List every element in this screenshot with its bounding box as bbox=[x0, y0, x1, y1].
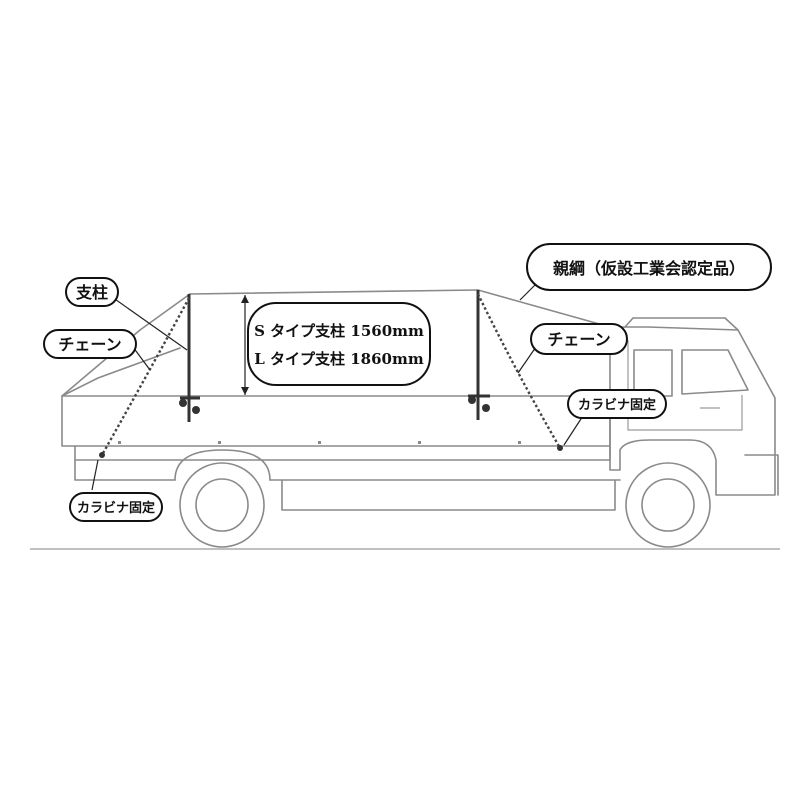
cab-front-window bbox=[681, 349, 749, 395]
leader-pole bbox=[111, 296, 188, 351]
truck bbox=[61, 289, 779, 548]
carabiner-right bbox=[557, 445, 563, 451]
cargo-bed bbox=[61, 395, 611, 447]
label-carabiner-right: カラビナ固定 bbox=[578, 397, 656, 413]
leader-carabiner-left bbox=[91, 459, 99, 491]
cab-side-window bbox=[633, 349, 673, 397]
height-dimension bbox=[241, 295, 249, 395]
pole-left bbox=[179, 294, 200, 422]
label-chain-right: チェーン bbox=[547, 330, 610, 349]
cab-door bbox=[627, 340, 743, 431]
tarp-left-slope bbox=[61, 293, 191, 397]
front-bumper bbox=[744, 454, 779, 496]
rear-wheel-arch bbox=[174, 449, 271, 481]
callout-carabiner-left bbox=[69, 492, 163, 522]
callout-net bbox=[526, 243, 772, 291]
callout-chain-left bbox=[43, 329, 137, 359]
cab-body bbox=[609, 326, 776, 496]
cargo-top bbox=[189, 289, 479, 295]
bed-lower-rail bbox=[74, 445, 611, 461]
label-carabiner-left: カラビナ固定 bbox=[77, 500, 155, 516]
callout-pole bbox=[65, 277, 119, 307]
rear-wheel-hub bbox=[195, 478, 249, 532]
chassis bbox=[74, 459, 621, 511]
rail-studs bbox=[118, 441, 521, 444]
spec-l-type: L タイプ支柱 1860mm bbox=[254, 350, 424, 368]
spec-s-type: S タイプ支柱 1560mm bbox=[254, 322, 424, 340]
chain-right bbox=[476, 293, 562, 449]
callout-carabiner-right bbox=[567, 389, 667, 419]
leader-chain-left bbox=[132, 346, 151, 371]
rear-wheel bbox=[179, 462, 265, 548]
pole-right bbox=[468, 290, 490, 420]
tarp-left-fold bbox=[61, 347, 181, 397]
label-chain-left: チェーン bbox=[58, 335, 121, 354]
carabiner-left bbox=[99, 452, 105, 458]
label-pole: 支柱 bbox=[75, 283, 108, 302]
chain-left bbox=[100, 297, 191, 456]
front-wheel-hub bbox=[641, 478, 695, 532]
net-slope bbox=[477, 289, 611, 328]
cab-roof bbox=[624, 317, 739, 331]
callout-chain-right bbox=[530, 323, 628, 355]
callout-spec bbox=[247, 302, 431, 386]
front-wheel bbox=[625, 462, 711, 548]
label-net: 親綱（仮設工業会認定品） bbox=[553, 259, 745, 278]
